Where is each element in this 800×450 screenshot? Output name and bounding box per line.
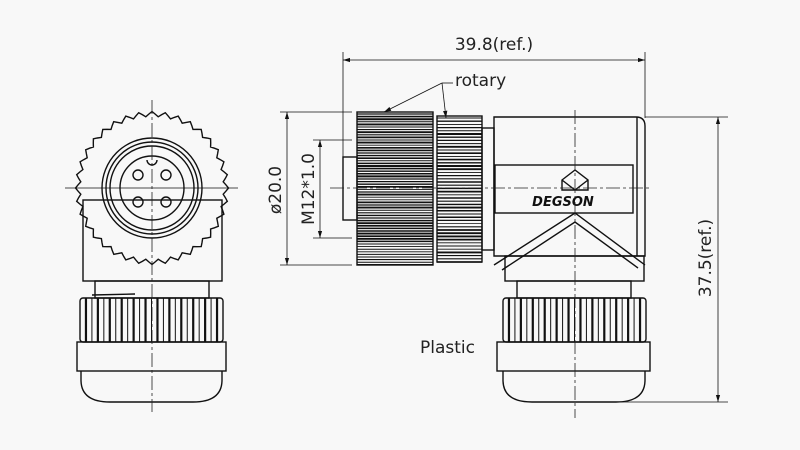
side-view: DEGSON [330, 110, 650, 418]
cable-gland-nut [503, 298, 646, 342]
dim-thread: M12*1.0 [299, 153, 319, 225]
gland-ring [77, 342, 226, 371]
brand-logo-icon: DEGSON [532, 170, 594, 210]
brand-logo: DEGSON [532, 195, 594, 210]
rotary-nut-2 [437, 116, 482, 262]
seal-dome [81, 371, 222, 402]
cable-gland-nut [80, 298, 223, 342]
front-body [83, 200, 222, 281]
housing-bend [494, 213, 645, 270]
rotary-nut-1 [357, 112, 433, 265]
gland-ring [497, 342, 650, 371]
material-label: Plastic [420, 338, 475, 358]
front-view [65, 100, 238, 412]
dim-nut-diameter: ø20.0 [266, 166, 286, 214]
rotary-label: rotary [455, 71, 506, 91]
seal-dome [503, 371, 645, 402]
dim-overall-length: 39.8(ref.) [455, 35, 533, 55]
dim-overall-height: 37.5(ref.) [696, 219, 716, 297]
